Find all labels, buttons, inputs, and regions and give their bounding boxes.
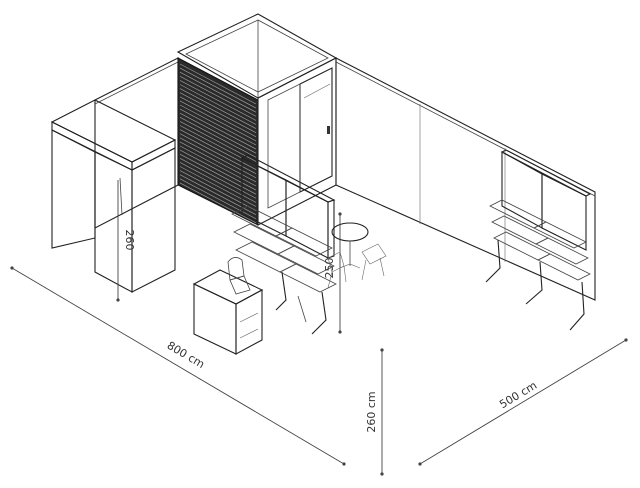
slat-line xyxy=(179,75,257,117)
slat-line xyxy=(179,63,257,105)
back-wall-left xyxy=(94,57,179,229)
slat-line xyxy=(179,149,257,191)
width-dimension: 800 cm xyxy=(10,266,346,466)
slat-line xyxy=(179,162,257,203)
slat-line xyxy=(179,100,257,142)
front-left-enclosure: 260 xyxy=(50,99,177,302)
slat-line xyxy=(179,84,257,125)
slatted-wall xyxy=(177,57,259,226)
round-table xyxy=(327,222,387,289)
slat-line xyxy=(179,166,257,207)
slat-line xyxy=(179,116,257,158)
slat-line xyxy=(179,71,257,113)
slat-line xyxy=(179,104,257,146)
slat-line xyxy=(179,170,257,211)
slat-line xyxy=(179,133,257,175)
storage-door xyxy=(267,67,333,209)
slat-line xyxy=(179,92,257,134)
slat-line xyxy=(179,141,257,183)
slat-line xyxy=(179,153,257,195)
slat-line xyxy=(179,137,257,179)
width-label: 800 cm xyxy=(165,339,207,371)
slat-line xyxy=(179,121,257,162)
slat-line xyxy=(179,112,257,154)
height-label: 260 cm xyxy=(365,391,378,432)
counter xyxy=(192,257,264,355)
depth-label: 500 cm xyxy=(497,379,539,411)
back-wall-right xyxy=(257,57,596,301)
slat-line xyxy=(179,182,257,224)
slat-line xyxy=(179,108,257,150)
shelf-height-label: 250 xyxy=(323,258,336,279)
slat-line xyxy=(179,145,257,187)
slat-line xyxy=(179,67,257,109)
right-shelf-units xyxy=(485,149,592,331)
slat-line xyxy=(179,96,257,138)
depth-dimension: 500 cm xyxy=(418,338,628,466)
front-wall-height-label: 260 xyxy=(123,230,136,251)
slat-line xyxy=(179,80,257,121)
slat-line xyxy=(179,157,257,199)
slat-line xyxy=(179,178,257,220)
height-dimension: 260 cm xyxy=(365,348,384,476)
slat-line xyxy=(179,129,257,170)
slat-line xyxy=(179,88,257,129)
